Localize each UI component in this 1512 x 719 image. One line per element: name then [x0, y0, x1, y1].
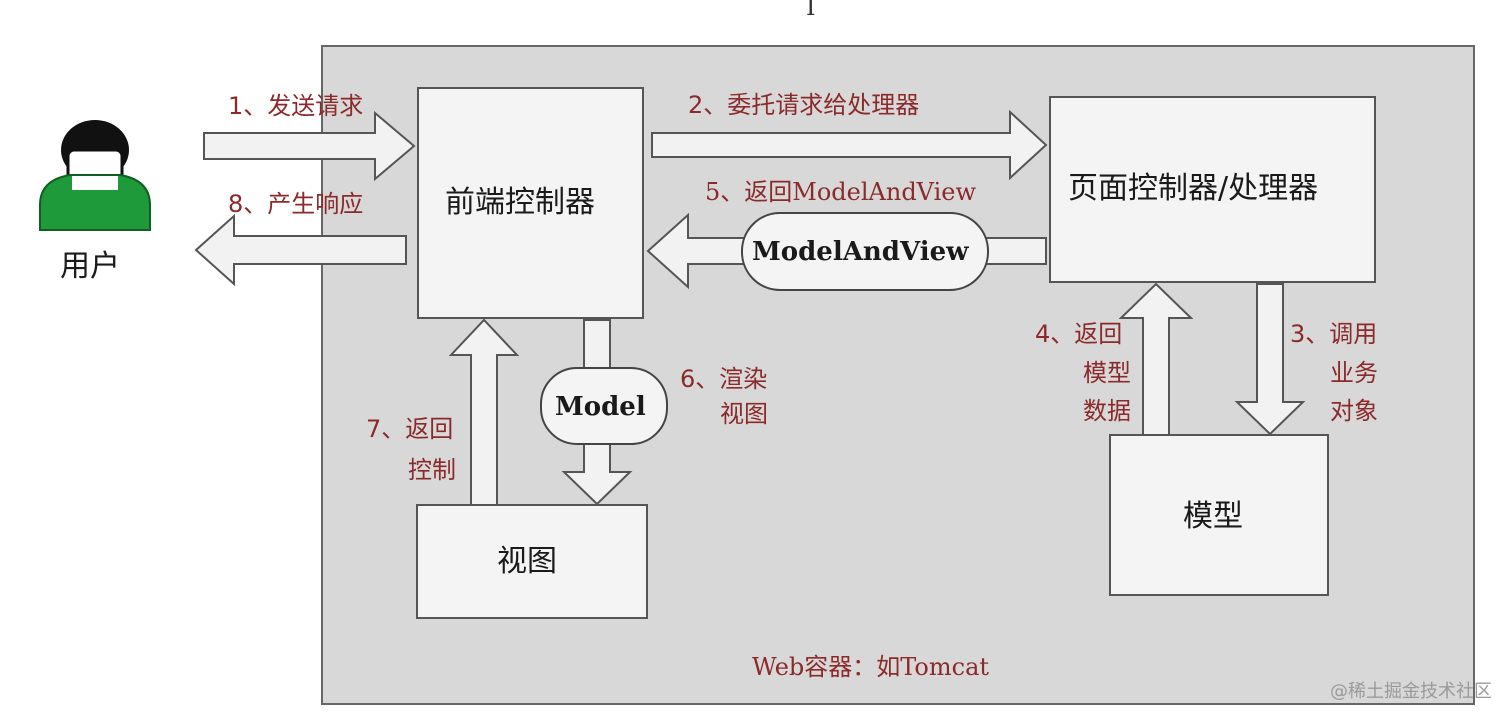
page-controller-label: 页面控制器/处理器: [1068, 171, 1318, 206]
modelandview-pill: [741, 212, 989, 291]
page-controller-box: [1049, 96, 1376, 283]
arrow-return-control: [448, 318, 520, 506]
step-2-label: 2、委托请求给处理器: [688, 91, 919, 119]
step-7-label: 7、返回 控制: [366, 415, 456, 484]
view-box: [416, 504, 648, 619]
step-6-label: 6、渲染 视图: [680, 365, 768, 428]
step-1-label: 1、发送请求: [228, 92, 363, 120]
arrow-return-model-data: [1118, 282, 1194, 436]
step-3-line-3: 对象: [1330, 397, 1378, 425]
step-3-label: 3、调用 业务 对象: [1290, 320, 1378, 425]
web-container-label: Web容器：如Tomcat: [752, 653, 989, 681]
model-pill: [540, 367, 668, 445]
step-3-line-2: 业务: [1330, 359, 1378, 387]
step-4-line-3: 数据: [1083, 397, 1131, 425]
step-6-line-1: 6、渲染: [680, 365, 767, 393]
step-4-line-2: 模型: [1083, 359, 1131, 387]
step-5-label: 5、返回ModelAndView: [705, 178, 976, 206]
model-box: [1109, 434, 1329, 596]
user-person-icon: [39, 120, 151, 231]
top-mark: I: [806, 0, 815, 21]
step-7-line-2: 控制: [408, 456, 456, 484]
modelandview-pill-label: ModelAndView: [752, 237, 969, 267]
arrow-delegate-request: [651, 109, 1048, 181]
step-6-line-2: 视图: [720, 400, 768, 428]
watermark: @稀土掘金技术社区: [1330, 681, 1492, 702]
step-4-label: 4、返回 模型 数据: [1035, 320, 1131, 425]
step-8-label: 8、产生响应: [228, 190, 363, 218]
view-label: 视图: [497, 544, 557, 579]
model-label: 模型: [1183, 499, 1243, 534]
model-pill-label: Model: [555, 392, 646, 422]
arrow-response: [194, 213, 407, 287]
step-4-line-1: 4、返回: [1035, 320, 1122, 348]
arrow-call-business: [1234, 283, 1306, 436]
arrow-send-request: [203, 110, 416, 182]
step-3-line-1: 3、调用: [1290, 320, 1377, 348]
user-label: 用户: [60, 249, 120, 284]
front-controller-box: [417, 87, 644, 319]
front-controller-label: 前端控制器: [445, 185, 595, 220]
step-7-line-1: 7、返回: [366, 415, 453, 443]
